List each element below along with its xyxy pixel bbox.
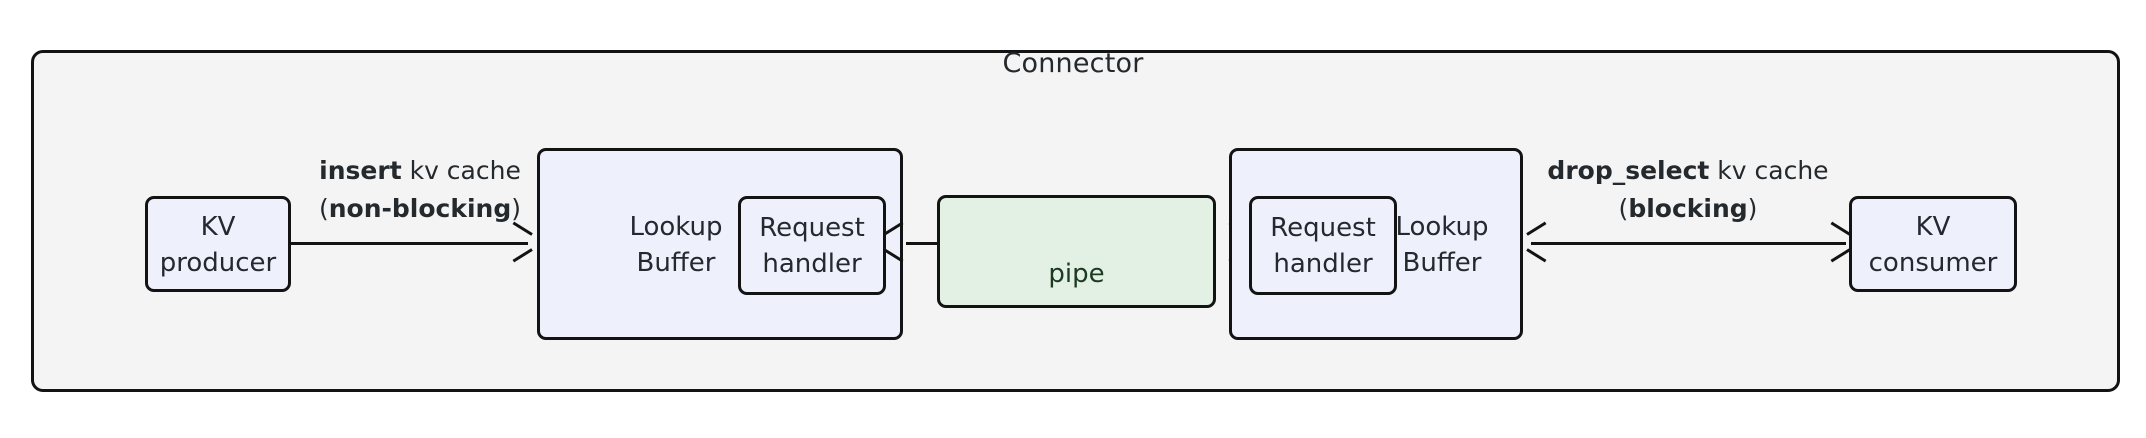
edge-label-insert: insert kv cache (non-blocking): [280, 152, 560, 228]
insert-keyword: insert: [319, 156, 402, 185]
blocking-keyword: blocking: [1628, 194, 1748, 223]
drop-select-paren-close: ): [1747, 194, 1758, 223]
kv-producer-node: KV producer: [145, 196, 291, 292]
edge-drop-select-line: [1531, 242, 1846, 245]
edge-label-drop-select-line1: drop_select kv cache: [1513, 152, 1863, 190]
arrowhead-drop-select-right-icon: [1828, 230, 1848, 254]
insert-paren-close: ): [511, 194, 522, 223]
non-blocking-keyword: non-blocking: [328, 194, 512, 223]
edge-label-drop-select: drop_select kv cache (blocking): [1513, 152, 1863, 228]
request-handler-right-node: Request handler: [1249, 196, 1397, 295]
edge-label-drop-select-line2: (blocking): [1513, 190, 1863, 228]
edge-insert-line: [291, 242, 528, 245]
pipe-label: pipe: [1048, 259, 1105, 289]
arrowhead-drop-select-left-icon: [1527, 230, 1547, 254]
kv-consumer-label: KV consumer: [1868, 212, 1998, 278]
request-handler-left-label: Request handler: [759, 213, 865, 279]
connector-title: Connector: [1002, 48, 1144, 79]
pipe-node: pipe: [937, 195, 1216, 308]
lookup-buffer-left-node: Lookup Buffer: [537, 148, 903, 340]
request-handler-left-node: Request handler: [738, 196, 886, 295]
insert-paren-open: (: [318, 194, 329, 223]
drop-select-keyword: drop_select: [1547, 156, 1710, 185]
edge-label-insert-line2: (non-blocking): [280, 190, 560, 228]
lookup-buffer-left-label: Lookup Buffer: [629, 212, 723, 278]
arrowhead-pipe-to-left-icon: [884, 230, 904, 254]
kv-producer-label: KV producer: [159, 212, 277, 278]
drop-select-paren-open: (: [1618, 194, 1629, 223]
arrowhead-insert-icon: [510, 230, 530, 254]
kv-consumer-node: KV consumer: [1849, 196, 2017, 292]
edge-label-insert-line1: insert kv cache: [280, 152, 560, 190]
drop-select-rest: kv cache: [1709, 156, 1829, 185]
lookup-buffer-right-label: Lookup Buffer: [1395, 212, 1489, 278]
insert-rest: kv cache: [401, 156, 521, 185]
request-handler-right-label: Request handler: [1270, 213, 1376, 279]
